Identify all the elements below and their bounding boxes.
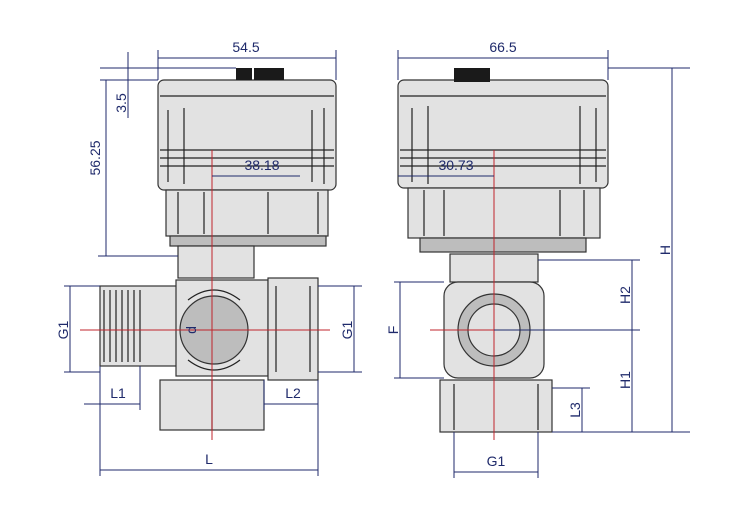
- right-dimensions: 66.5 30.73 F H H2 H1 L3 G1: [385, 39, 690, 478]
- left-width-label: 54.5: [232, 39, 259, 55]
- left-offset-label: 38.18: [244, 157, 279, 173]
- overall-len-label: L: [205, 451, 213, 467]
- left-valve-body: [99, 245, 319, 431]
- bottom-thread-len-label: L3: [567, 402, 583, 418]
- total-height-label: H: [657, 245, 673, 255]
- lower-height-label: H1: [617, 371, 633, 389]
- left-thread-right-label: G1: [339, 320, 355, 339]
- bottom-thread-label: G1: [487, 453, 506, 469]
- right-offset-label: 30.73: [438, 157, 473, 173]
- left-actuator: [157, 68, 337, 247]
- left-dimensions: 54.5 3.5 56.25 38.18 G1 G1 d L1 L2 L: [55, 39, 362, 476]
- bore-label: d: [183, 326, 199, 334]
- right-valve-body: [439, 253, 553, 433]
- left-height-label: 56.25: [87, 140, 103, 175]
- flange-label: F: [385, 326, 401, 335]
- right-width-label: 66.5: [489, 39, 516, 55]
- thread-len-right-label: L2: [285, 385, 301, 401]
- left-thread-left-label: G1: [55, 320, 71, 339]
- thread-len-left-label: L1: [110, 385, 126, 401]
- upper-height-label: H2: [617, 286, 633, 304]
- left-top-gap-label: 3.5: [113, 93, 129, 113]
- left-centerlines: [80, 150, 330, 440]
- right-actuator: [397, 68, 609, 253]
